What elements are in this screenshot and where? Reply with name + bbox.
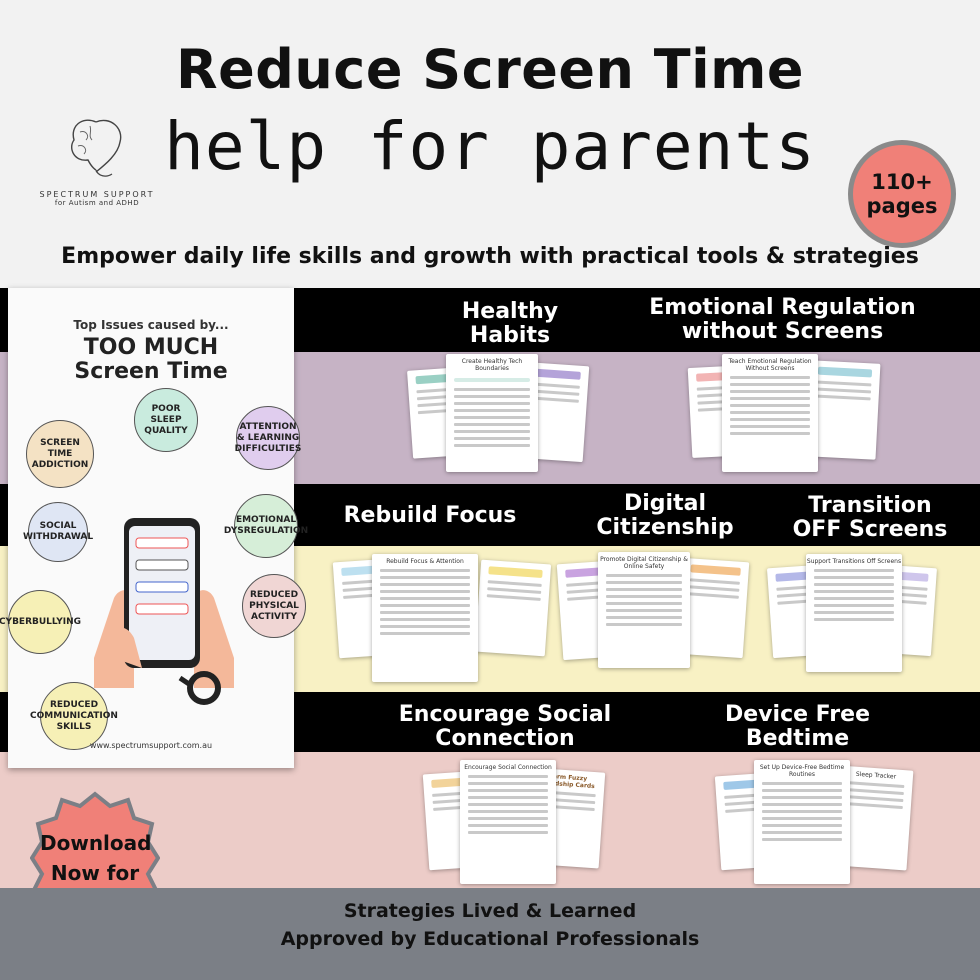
social-card-front: Encourage Social Connection [460, 760, 556, 884]
healthy-card-title: Create Healthy Tech Boundaries [461, 358, 523, 372]
issue-withdrawal: SOCIAL WITHDRAWAL [23, 502, 93, 562]
emotional-card-front: Teach Emotional Regulation Without Scree… [722, 354, 818, 472]
badge-unit: pages [866, 194, 938, 218]
footer-line2: Approved by Educational Professionals [280, 928, 700, 950]
healthy-card-front: Create Healthy Tech Boundaries [446, 354, 538, 472]
focus-card-title: Rebuild Focus & Attention [386, 558, 464, 565]
heading-device-free-bedtime: Device Free Bedtime [725, 702, 870, 751]
bedtime-card-title: Set Up Device-Free Bedtime Routines [759, 764, 845, 778]
poster-top-text: Top Issues caused by... [73, 318, 229, 332]
transition-card-front: Support Transitions Off Screens [806, 554, 902, 672]
logo: SPECTRUM SUPPORT for Autism and ADHD [22, 112, 172, 207]
logo-name: SPECTRUM SUPPORT [39, 190, 155, 199]
heading-rebuild-focus: Rebuild Focus [343, 503, 517, 528]
issue-attention: ATTENTION & LEARNING DIFFICULTIES [235, 406, 301, 470]
issue-physical: REDUCED PHYSICAL ACTIVITY [242, 574, 306, 638]
focus-card-side [474, 559, 552, 657]
heading-emotional-regulation: Emotional Regulation without Screens [649, 295, 916, 344]
page-title: Reduce Screen Time [176, 38, 804, 101]
poster-preview: Top Issues caused by... TOO MUCH Screen … [0, 288, 308, 768]
issue-emotional: EMOTIONAL DYSREGULATION [224, 494, 308, 558]
emotional-card-title: Teach Emotional Regulation Without Scree… [728, 358, 812, 372]
tagline: Empower daily life skills and growth wit… [61, 244, 919, 269]
bedtime-card-front: Set Up Device-Free Bedtime Routines [754, 760, 850, 884]
heading-social-connection: Encourage Social Connection [398, 702, 612, 751]
pages-badge: 110+ pages [848, 140, 956, 248]
transition-card-title: Support Transitions Off Screens [806, 558, 902, 565]
issue-sleep: POOR SLEEP QUALITY [134, 388, 198, 452]
badge-count: 110+ [871, 170, 933, 194]
footer-line1: Strategies Lived & Learned [343, 900, 637, 922]
brain-heart-icon [70, 119, 122, 177]
poster-heading-line2: Screen Time [74, 359, 228, 384]
footer-bar: Strategies Lived & Learned Approved by E… [0, 888, 980, 980]
digital-card-title: Promote Digital Citizenship & Online Saf… [600, 556, 688, 570]
issue-addiction: SCREEN TIME ADDICTION [26, 420, 94, 488]
page-subtitle: help for parents [164, 108, 816, 185]
issue-cyberbullying: CYBERBULLYING [0, 590, 81, 654]
focus-card-front: Rebuild Focus & Attention [372, 554, 478, 682]
social-card-title: Encourage Social Connection [464, 764, 552, 771]
issue-communication: REDUCED COMMUNICATION SKILLS [30, 682, 118, 750]
poster-heading: TOO MUCH Screen Time [8, 336, 294, 384]
poster-heading-line1: TOO MUCH [83, 335, 219, 360]
logo-subtitle: for Autism and ADHD [54, 199, 140, 207]
heading-healthy-habits: Healthy Habits [461, 299, 559, 348]
digital-card-front: Promote Digital Citizenship & Online Saf… [598, 552, 690, 668]
poster-url: www.spectrumsupport.com.au [89, 741, 213, 750]
heading-digital-citizenship: Digital Citizenship [596, 491, 734, 540]
heading-transition-off-screens: Transition OFF Screens [792, 493, 948, 542]
phone-in-hands-icon [94, 518, 234, 705]
